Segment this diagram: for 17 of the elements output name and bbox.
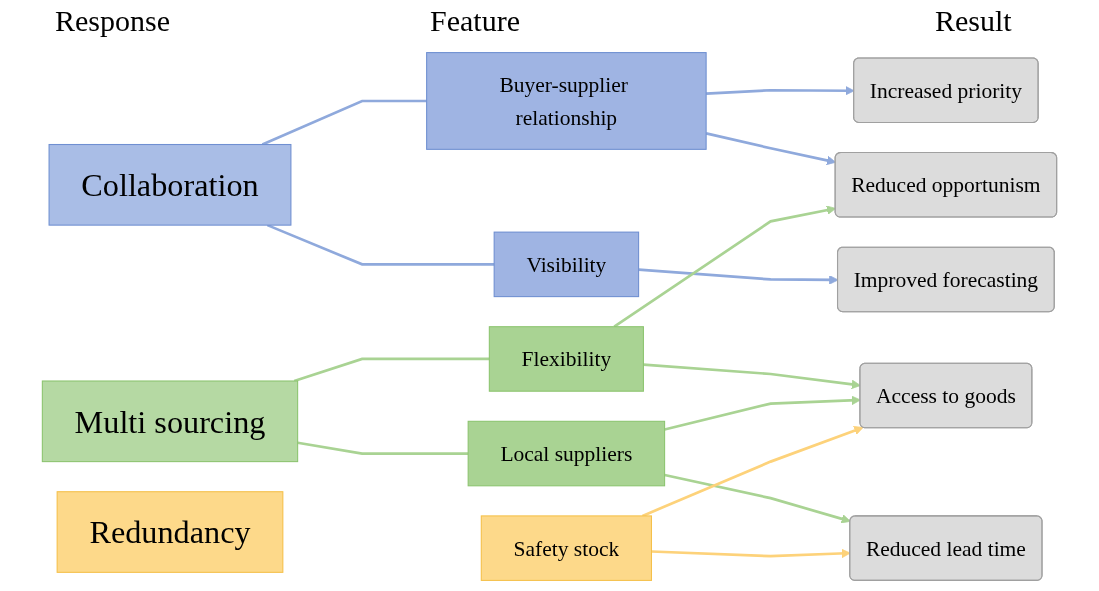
arrow — [641, 426, 864, 518]
node-box: Multi sourcing — [41, 380, 299, 463]
node-box: Collaboration — [48, 143, 292, 226]
arrow — [664, 473, 851, 524]
node-box: Flexibility — [488, 326, 644, 392]
node-box: Local suppliers — [467, 420, 666, 487]
arrow — [613, 205, 837, 328]
column-heading: Response — [55, 4, 170, 38]
node-box: Buyer-supplier relationship — [426, 52, 707, 150]
connector — [297, 441, 469, 455]
connector — [261, 99, 427, 146]
node-box: Visibility — [493, 231, 640, 298]
node-box: Redundancy — [56, 491, 284, 573]
node-box: Safety stock — [480, 515, 652, 581]
column-heading: Feature — [430, 4, 520, 38]
connector — [293, 357, 490, 383]
column-heading: Result — [935, 4, 1012, 38]
